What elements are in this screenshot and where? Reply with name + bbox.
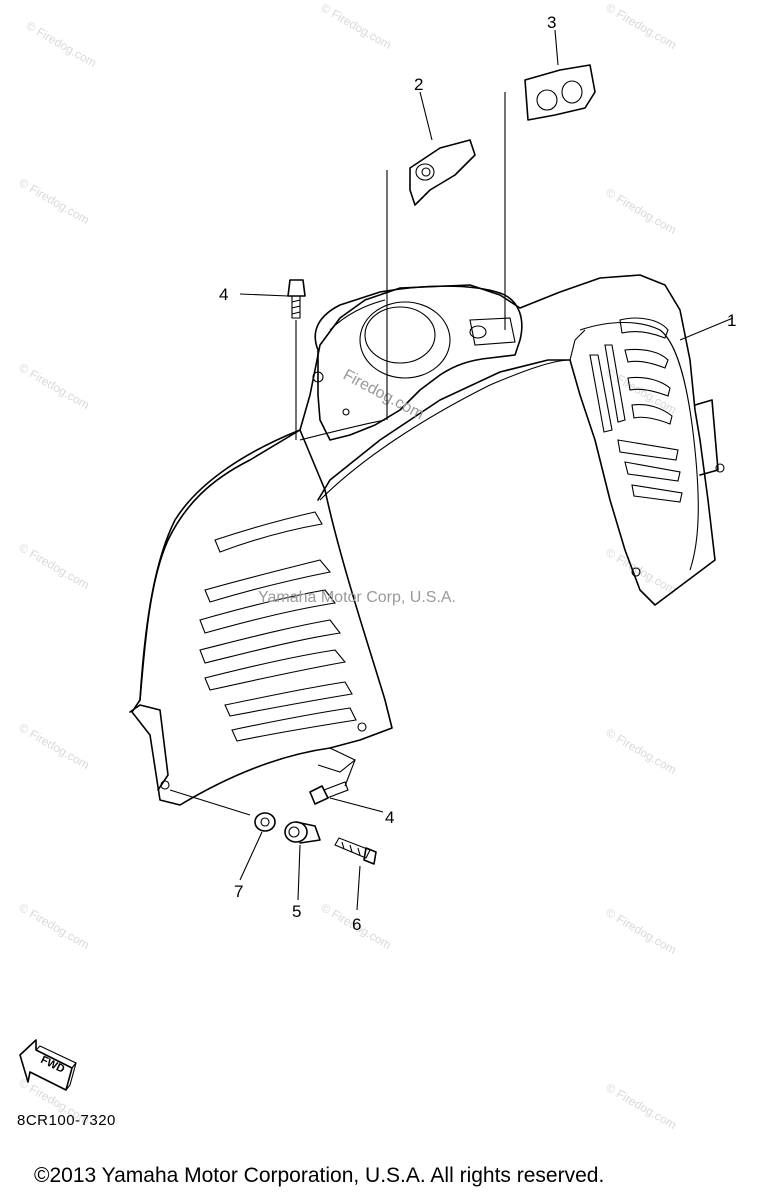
watermark: © Firedog.com bbox=[604, 185, 679, 237]
watermark: © Firedog.com bbox=[17, 720, 92, 772]
callout-6: 6 bbox=[352, 915, 361, 934]
meter-watermark: Firedog.com bbox=[340, 367, 426, 424]
callout-2: 2 bbox=[414, 75, 423, 94]
diagram-code: 8CR100-7320 bbox=[17, 1112, 116, 1129]
watermark: © Firedog.com bbox=[17, 360, 92, 412]
callout-4-upper: 4 bbox=[219, 285, 228, 304]
watermark: © Firedog.com bbox=[17, 175, 92, 227]
callout-7: 7 bbox=[234, 882, 243, 901]
meter-housing: Firedog.com bbox=[312, 285, 523, 441]
watermark: © Firedog.com bbox=[17, 900, 92, 952]
callout-1: 1 bbox=[727, 311, 736, 330]
watermark: © Firedog.com bbox=[604, 365, 679, 417]
watermark: © Firedog.com bbox=[604, 545, 679, 597]
watermark: © Firedog.com bbox=[604, 1080, 679, 1132]
watermark: © Firedog.com bbox=[319, 0, 394, 52]
right-vent-slots bbox=[589, 317, 683, 503]
bolt-part-4-upper bbox=[287, 279, 306, 440]
watermark-layer: © Firedog.com © Firedog.com © Firedog.co… bbox=[17, 0, 679, 1132]
center-watermark: Yamaha Motor Corp, U.S.A. bbox=[258, 589, 456, 606]
collar-part-5 bbox=[284, 821, 321, 844]
copyright-notice: ©2013 Yamaha Motor Corporation, U.S.A. A… bbox=[34, 1164, 605, 1187]
callout-3: 3 bbox=[547, 13, 556, 32]
fwd-label: FWD bbox=[39, 1054, 67, 1076]
fwd-arrow-icon: FWD bbox=[19, 1039, 77, 1091]
callout-labels: 1 2 3 4 4 5 6 7 bbox=[219, 13, 736, 934]
inner-panel-part-1 bbox=[129, 274, 725, 806]
left-vent-slots bbox=[199, 511, 357, 742]
bracket-part-2 bbox=[386, 139, 476, 420]
grommet-part-7 bbox=[254, 812, 276, 832]
watermark: © Firedog.com bbox=[24, 18, 99, 70]
watermark: © Firedog.com bbox=[604, 725, 679, 777]
callout-5: 5 bbox=[292, 902, 301, 921]
leader-lines bbox=[169, 29, 734, 911]
bolt-part-6 bbox=[334, 837, 377, 865]
callout-4-lower: 4 bbox=[385, 808, 394, 827]
bolt-part-4-lower bbox=[309, 759, 356, 805]
watermark: © Firedog.com bbox=[604, 905, 679, 957]
watermark: © Firedog.com bbox=[604, 0, 679, 52]
watermark: © Firedog.com bbox=[17, 540, 92, 592]
bracket-part-3 bbox=[504, 64, 596, 330]
